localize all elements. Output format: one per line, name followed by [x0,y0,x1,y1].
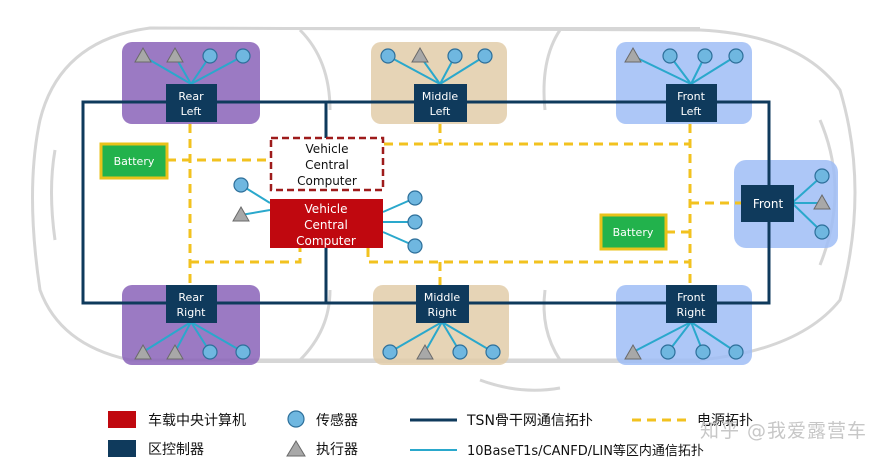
sensor [728,48,744,64]
actuators [134,46,831,360]
sensor [477,48,493,64]
zone-label-line: Left [181,105,202,118]
zone-label-line: Front [677,90,706,103]
zone-bg-rear-right [122,285,260,365]
battery-left: Battery [99,142,169,180]
actuator [166,46,184,63]
battery-right: Battery [599,213,668,251]
zone-controller-front: Front [741,185,794,222]
legend-central-computer: 车载中央计算机 [148,412,246,429]
zone-label-line: Right [677,306,707,319]
zone-label-line: Left [681,105,702,118]
actuator [624,46,642,63]
legend-actuator: 执行器 [316,442,358,458]
legend-swatch-zone-controller [108,440,136,457]
actuator [134,46,152,63]
computer-label-line: Vehicle [305,202,348,216]
zone-controller-middle-right: Middle Right [416,285,469,323]
legend: 车载中央计算机 区控制器 传感器 执行器 TSN骨干网通信拓扑 10BaseT1… [108,410,753,459]
legend-actuator-icon [286,440,306,457]
zone-label-line: Right [177,306,207,319]
actuator [166,343,184,360]
computer-label-line: Computer [297,174,357,188]
power-topology [167,124,741,285]
legend-swatch-central-computer [108,411,136,428]
zone-label-line: Right [428,306,458,319]
zone-label-line: Middle [422,90,459,103]
sensors [202,48,830,360]
legend-sensor-icon [287,410,305,428]
sensor [235,344,251,360]
zone-label-line: Middle [424,291,461,304]
central-computer-backup: Vehicle Central Computer [269,136,385,192]
sensor [660,344,676,360]
sensor [814,168,830,184]
actuator [813,193,831,210]
central-computer-main: Vehicle Central Computer [270,199,383,248]
battery-label: Battery [114,155,155,168]
computer-label-line: Vehicle [306,142,349,156]
sensor [380,48,396,64]
tsn-backbone [81,100,771,305]
computer-label-line: Central [304,218,348,232]
sensor [233,177,249,193]
actuator [416,343,434,360]
sensor [382,344,398,360]
sensor [452,344,468,360]
sensor [235,48,251,64]
zone-label-line: Rear [178,90,204,103]
zone-controller-front-left: Front Left [666,84,717,122]
zone-label-line: Front [753,197,784,211]
zone-controller-rear-left: Rear Left [166,84,217,122]
sensor [407,190,423,206]
zone-label-line: Left [430,105,451,118]
zone-label-line: Rear [178,291,204,304]
legend-sensor: 传感器 [316,412,358,429]
actuator [232,205,250,222]
sensor [407,238,423,254]
actuator [134,343,152,360]
sensor [447,48,463,64]
sensor [697,48,713,64]
legend-power: 电源拓扑 [697,413,753,429]
sensor [728,344,744,360]
actuator [624,343,642,360]
sensor [485,344,501,360]
zone-controller-middle-left: Middle Left [414,84,467,122]
sensor [814,224,830,240]
actuator [411,46,429,63]
legend-zone-controller: 区控制器 [148,442,204,458]
watermark: 知乎 @我爱露营车 [699,420,867,442]
zone-controller-front-right: Front Right [666,285,717,323]
sensor [662,48,678,64]
zone-controller-rear-right: Rear Right [166,285,217,323]
sensor [202,344,218,360]
legend-in-zone: 10BaseT1s/CANFD/LIN等区内通信拓扑 [467,443,704,459]
computer-label-line: Central [305,158,349,172]
zone-label-line: Front [677,291,706,304]
battery-label: Battery [613,226,654,239]
sensor [202,48,218,64]
legend-tsn-backbone: TSN骨干网通信拓扑 [466,413,593,429]
sensor [407,214,423,230]
sensor [695,344,711,360]
computer-label-line: Computer [296,234,356,248]
